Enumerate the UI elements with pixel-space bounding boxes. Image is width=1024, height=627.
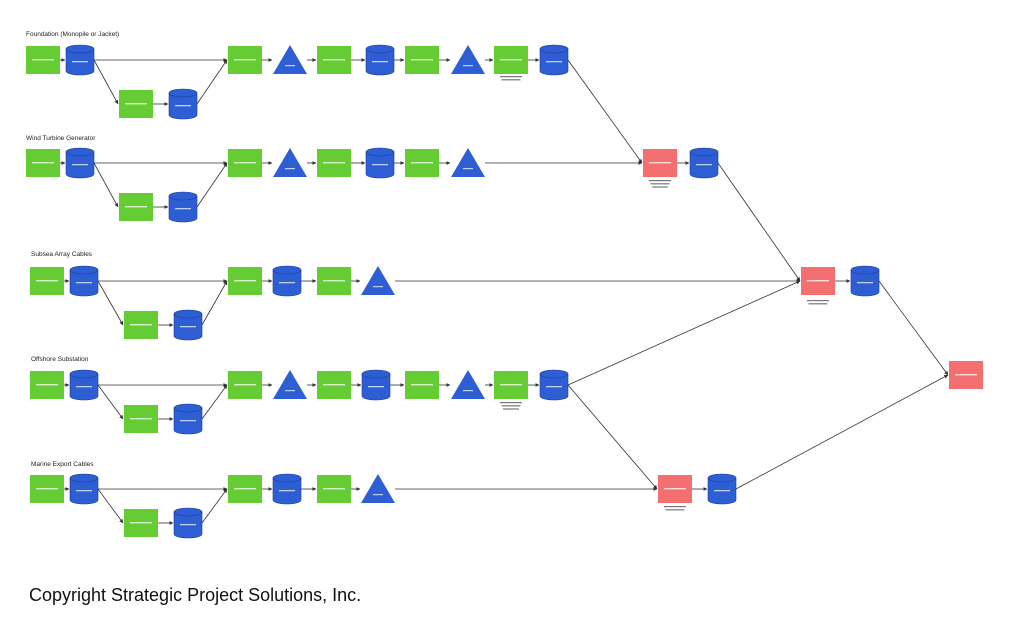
flow-arrow	[567, 59, 643, 164]
row-title-subsea-array-cables: Subsea Array Cables	[31, 251, 93, 258]
node-note-text	[664, 506, 686, 511]
storage-cylinder	[272, 265, 302, 297]
process-box	[494, 46, 528, 74]
process-box	[405, 46, 439, 74]
flow-arrow	[97, 488, 124, 524]
edges	[60, 58, 949, 525]
node-note-text	[649, 180, 671, 188]
process-box	[30, 475, 64, 503]
queue-triangle	[451, 148, 485, 177]
flow-arrow	[93, 59, 119, 105]
process-box	[228, 267, 262, 295]
process-box	[30, 371, 64, 399]
process-box	[119, 90, 153, 118]
storage-cylinder	[365, 44, 395, 76]
storage-cylinder	[168, 88, 198, 120]
flow-arrow	[97, 384, 124, 420]
process-box	[317, 371, 351, 399]
flow-arrow	[97, 280, 124, 326]
node-note-text	[500, 402, 522, 410]
assembly-box	[658, 475, 692, 503]
row-title-foundation: Foundation (Monopile or Jacket)	[26, 31, 120, 38]
storage-cylinder	[69, 369, 99, 401]
copyright-notice: Copyright Strategic Project Solutions, I…	[29, 585, 362, 605]
process-box	[26, 46, 60, 74]
storage-cylinder	[65, 147, 95, 179]
storage-cylinder	[65, 44, 95, 76]
node-note-text	[500, 76, 522, 81]
assembly-box	[643, 149, 677, 177]
storage-cylinder	[272, 473, 302, 505]
row-title-wind-turbine-generator: Wind Turbine Generator	[26, 135, 96, 142]
queue-triangle	[273, 148, 307, 177]
assembly-box	[801, 267, 835, 295]
flow-diagram	[26, 44, 983, 539]
storage-cylinder	[539, 44, 569, 76]
flow-arrow	[196, 162, 228, 208]
process-box	[317, 46, 351, 74]
storage-cylinder	[689, 147, 719, 179]
storage-cylinder	[365, 147, 395, 179]
process-box	[228, 149, 262, 177]
queue-triangle	[451, 370, 485, 399]
storage-cylinder	[850, 265, 880, 297]
process-box	[124, 405, 158, 433]
flow-arrow	[196, 59, 228, 105]
flow-arrow	[735, 374, 949, 490]
queue-triangle	[273, 370, 307, 399]
flow-arrow	[717, 162, 801, 282]
storage-cylinder	[539, 369, 569, 401]
storage-cylinder	[361, 369, 391, 401]
process-box	[124, 311, 158, 339]
flow-arrow	[93, 162, 119, 208]
storage-cylinder	[173, 403, 203, 435]
row-title-marine-export-cables: Marine Export Cables	[31, 461, 94, 468]
row-title-offshore-substation: Offshore Substation	[31, 356, 89, 363]
flow-arrow	[878, 280, 949, 376]
process-box	[317, 149, 351, 177]
process-box	[494, 371, 528, 399]
process-box	[228, 46, 262, 74]
process-box	[317, 475, 351, 503]
storage-cylinder	[69, 473, 99, 505]
process-box	[228, 371, 262, 399]
process-box	[317, 267, 351, 295]
process-box	[30, 267, 64, 295]
process-box	[124, 509, 158, 537]
flow-arrow	[201, 488, 228, 524]
process-box	[228, 475, 262, 503]
process-box	[405, 371, 439, 399]
process-box	[26, 149, 60, 177]
final-assembly-box	[949, 361, 983, 389]
storage-cylinder	[69, 265, 99, 297]
flow-arrow	[201, 280, 228, 326]
queue-triangle	[361, 266, 395, 295]
queue-triangle	[273, 45, 307, 74]
flow-arrow	[201, 384, 228, 420]
flow-arrow	[567, 280, 801, 386]
storage-cylinder	[173, 309, 203, 341]
node-note-text	[807, 300, 829, 305]
queue-triangle	[451, 45, 485, 74]
process-box	[119, 193, 153, 221]
flow-arrow	[567, 384, 658, 490]
process-box	[405, 149, 439, 177]
storage-cylinder	[707, 473, 737, 505]
storage-cylinder	[168, 191, 198, 223]
queue-triangle	[361, 474, 395, 503]
nodes	[26, 44, 983, 539]
storage-cylinder	[173, 507, 203, 539]
